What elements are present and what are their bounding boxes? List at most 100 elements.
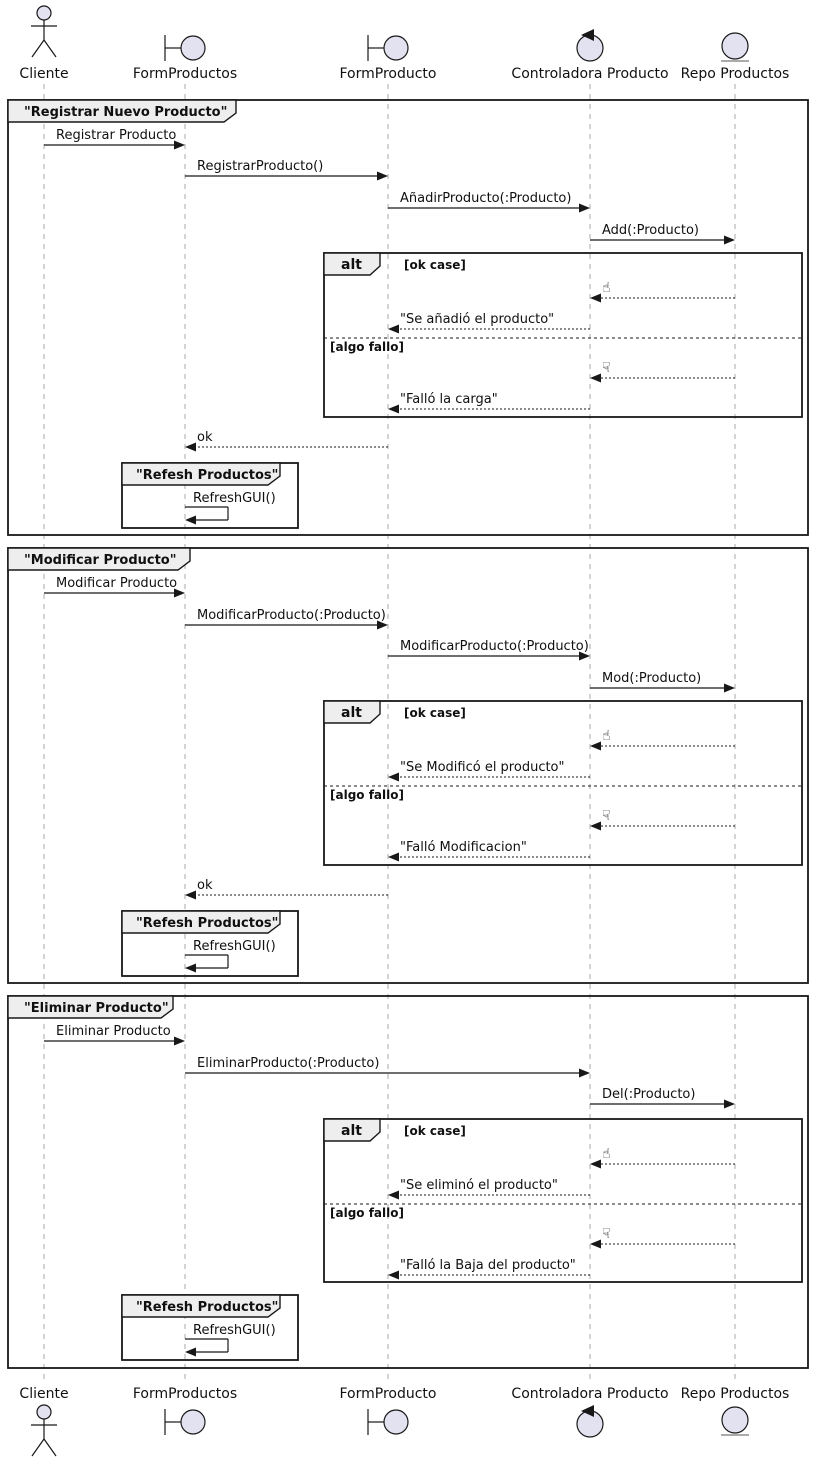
self-message-arrowhead-icon: [185, 1347, 196, 1357]
message-arrowhead-icon: [388, 1270, 399, 1280]
participant-label-top-0: Cliente: [19, 66, 68, 82]
entity-icon: [721, 1406, 749, 1434]
message-arrowhead-icon: [724, 683, 735, 693]
message-arrowhead-icon: [579, 1068, 590, 1078]
use-case-frame: [7, 995, 809, 1369]
message-label: RegistrarProducto(): [197, 159, 323, 174]
boundary-icon: [383, 35, 409, 61]
alt-fragment: [323, 700, 803, 866]
self-message-arrowhead-icon: [185, 963, 196, 973]
else-guard-label: [algo fallo]: [330, 1206, 404, 1220]
message-arrowhead-icon: [388, 852, 399, 862]
alt-operator-label: alt: [341, 705, 362, 721]
message-arrowhead-icon: [590, 1239, 601, 1249]
self-message-label: RefreshGUI(): [193, 939, 276, 954]
self-message-label: RefreshGUI(): [193, 491, 276, 506]
message-arrowhead-icon: [724, 235, 735, 245]
frame-title: "Eliminar Producto": [24, 1001, 169, 1016]
message-arrowhead-icon: [185, 890, 196, 900]
guard-label: [ok case]: [404, 258, 466, 272]
frame-title: "Modificar Producto": [24, 553, 177, 568]
use-case-frame: [7, 547, 809, 984]
message-label: ModificarProducto(:Producto): [197, 608, 386, 623]
frame-title: "Registrar Nuevo Producto": [24, 105, 227, 120]
boundary-icon: [180, 35, 206, 61]
alt-operator-label: alt: [341, 1123, 362, 1139]
actor-icon: [43, 1438, 57, 1457]
actor-icon: [31, 1438, 45, 1457]
frame-tab: [7, 995, 174, 1019]
self-message-label: RefreshGUI(): [193, 1323, 276, 1338]
actor-icon: [36, 5, 52, 21]
message-arrowhead-icon: [377, 620, 388, 630]
message-arrowhead-icon: [174, 140, 185, 150]
thumbs-up-icon: ☝: [602, 1146, 611, 1162]
entity-icon: [721, 32, 749, 60]
guard-label: [ok case]: [404, 1124, 466, 1138]
frame-tab: [323, 700, 381, 724]
message-label: "Falló Modificacion": [400, 840, 527, 855]
message-label: ModificarProducto(:Producto): [400, 639, 589, 654]
frame-tab: [323, 1118, 381, 1142]
participant-label-top-2: FormProducto: [340, 66, 437, 82]
alt-operator-label: alt: [341, 257, 362, 273]
frame-tab: [7, 547, 191, 571]
actor-icon: [31, 39, 45, 58]
message-arrowhead-icon: [174, 1036, 185, 1046]
participant-label-top-1: FormProductos: [133, 66, 237, 82]
control-icon: [581, 29, 594, 41]
message-label: "Falló la carga": [400, 392, 498, 407]
participant-label-bottom-3: Controladora Producto: [511, 1386, 668, 1402]
frame-tab: [121, 1294, 281, 1318]
participant-label-bottom-4: Repo Productos: [681, 1386, 790, 1402]
participant-label-bottom-0: Cliente: [19, 1386, 68, 1402]
frame-tab: [7, 99, 237, 123]
message-arrowhead-icon: [185, 442, 196, 452]
frame-tab: [121, 462, 281, 486]
else-guard-label: [algo fallo]: [330, 340, 404, 354]
message-label: AñadirProducto(:Producto): [400, 191, 571, 206]
message-label: Eliminar Producto: [56, 1024, 171, 1039]
thumbs-down-icon: ☟: [602, 360, 611, 376]
thumbs-down-icon: ☟: [602, 808, 611, 824]
message-arrowhead-icon: [579, 651, 590, 661]
message-arrowhead-icon: [377, 171, 388, 181]
boundary-icon: [383, 1409, 409, 1435]
message-arrowhead-icon: [388, 1190, 399, 1200]
message-label: "Falló la Baja del producto": [400, 1258, 576, 1273]
thumbs-down-icon: ☟: [602, 1226, 611, 1242]
thumbs-up-icon: ☝: [602, 280, 611, 296]
message-arrowhead-icon: [590, 1159, 601, 1169]
control-icon: [581, 1405, 594, 1417]
thumbs-up-icon: ☝: [602, 728, 611, 744]
frame-tab: [323, 252, 381, 276]
boundary-icon: [180, 1409, 206, 1435]
alt-fragment: [323, 1118, 803, 1283]
group-title: "Refesh Productos": [136, 1300, 278, 1315]
message-arrowhead-icon: [590, 741, 601, 751]
participant-label-bottom-2: FormProducto: [340, 1386, 437, 1402]
participant-label-top-4: Repo Productos: [681, 66, 790, 82]
message-label: ok: [197, 878, 213, 893]
message-arrowhead-icon: [590, 373, 601, 383]
actor-icon: [43, 39, 57, 58]
message-arrowhead-icon: [388, 324, 399, 334]
guard-label: [ok case]: [404, 706, 466, 720]
message-arrowhead-icon: [388, 404, 399, 414]
message-label: Mod(:Producto): [602, 671, 701, 686]
message-arrowhead-icon: [388, 772, 399, 782]
group-title: "Refesh Productos": [136, 468, 278, 483]
message-label: ok: [197, 430, 213, 445]
actor-icon: [36, 1404, 52, 1420]
group-title: "Refesh Productos": [136, 916, 278, 931]
message-label: "Se eliminó el producto": [400, 1178, 558, 1193]
participant-label-bottom-1: FormProductos: [133, 1386, 237, 1402]
message-arrowhead-icon: [590, 821, 601, 831]
message-label: Registrar Producto: [56, 128, 176, 143]
message-arrowhead-icon: [590, 293, 601, 303]
message-label: Add(:Producto): [602, 223, 699, 238]
message-label: "Se Modificó el producto": [400, 760, 565, 775]
message-label: Modificar Producto: [56, 576, 177, 591]
